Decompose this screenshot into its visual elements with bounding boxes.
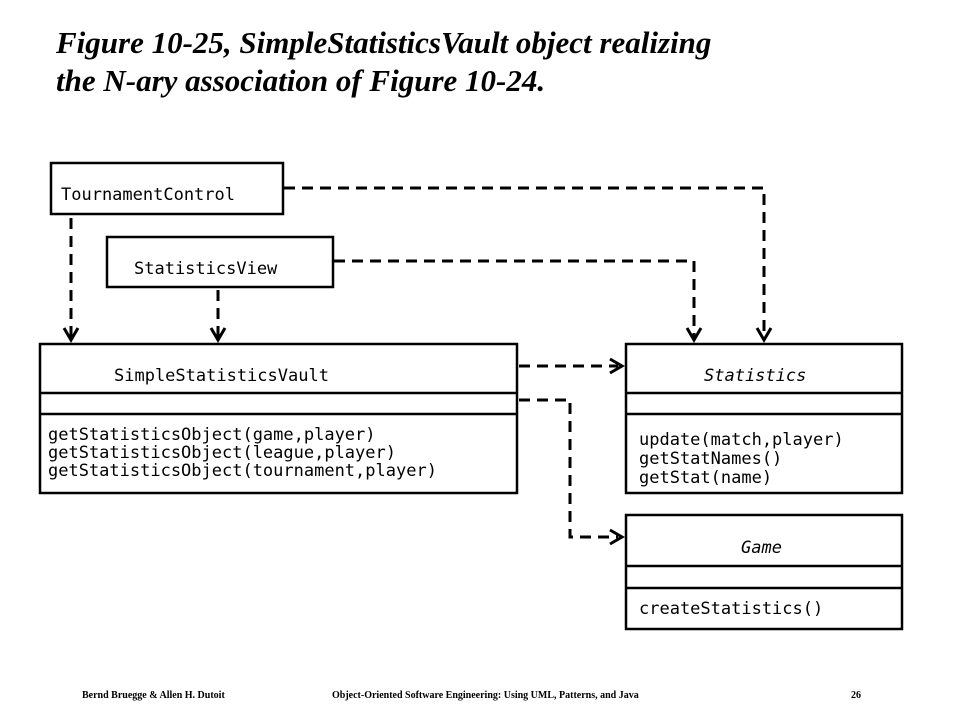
- dependency-statisticsview-to-statistics: [334, 259, 696, 337]
- slide-title-line-1: Figure 10-25, SimpleStatisticsVault obje…: [56, 25, 712, 60]
- class-simplestatisticsvault-name: SimpleStatisticsVault: [114, 366, 329, 386]
- class-tournamentcontrol-box: [49, 161, 285, 216]
- class-statistics-box: [624, 342, 904, 495]
- class-statisticsview-box: [105, 235, 335, 289]
- class-tournamentcontrol: TournamentControl: [49, 161, 285, 216]
- class-statistics-name: Statistics: [704, 366, 806, 386]
- class-statistics: Statistics update(match,player) getStatN…: [624, 342, 904, 495]
- operation-getstatisticsobject-tournament: getStatisticsObject(tournament,player): [48, 461, 437, 481]
- class-game-name: Game: [741, 538, 782, 558]
- footer-authors: Bernd Bruegge & Allen H. Dutoit: [82, 690, 225, 701]
- dependency-tournamentcontrol-to-statistics: [284, 186, 766, 337]
- arrowhead-statistics-from-vault: [609, 357, 625, 375]
- class-simplestatisticsvault-box: [38, 342, 519, 495]
- slide-title-line-2: the N-ary association of Figure 10-24.: [56, 63, 546, 98]
- footer-book-title: Object-Oriented Software Engineering: Us…: [332, 690, 639, 701]
- operation-update: update(match,player): [639, 430, 844, 450]
- operation-getstatnames: getStatNames(): [639, 449, 782, 469]
- class-simplestatisticsvault: SimpleStatisticsVault getStatisticsObjec…: [38, 342, 519, 495]
- dependency-vault-to-game: [519, 398, 618, 539]
- class-statisticsview: StatisticsView: [105, 235, 335, 289]
- operation-getstatisticsobject-game: getStatisticsObject(game,player): [48, 425, 376, 445]
- arrowhead-vault-from-statisticsview: [209, 327, 227, 343]
- operation-getstat: getStat(name): [639, 468, 772, 488]
- operation-getstatisticsobject-league: getStatisticsObject(league,player): [48, 443, 396, 463]
- arrowhead-game-from-vault: [609, 528, 625, 546]
- class-game-box: [624, 513, 904, 631]
- dependency-arrows: [62, 186, 773, 546]
- class-statisticsview-name: StatisticsView: [134, 259, 278, 279]
- footer-page-number: 26: [851, 690, 861, 701]
- operation-createstatistics: createStatistics(): [639, 599, 823, 619]
- slide-title: Figure 10-25, SimpleStatisticsVault obje…: [56, 24, 936, 100]
- class-game: Game createStatistics(): [624, 513, 904, 631]
- class-tournamentcontrol-name: TournamentControl: [61, 185, 235, 205]
- arrowhead-statistics-from-tournamentcontrol: [755, 327, 773, 343]
- arrowhead-vault-from-tournamentcontrol: [62, 327, 80, 343]
- arrowhead-statistics-from-statisticsview: [685, 327, 703, 343]
